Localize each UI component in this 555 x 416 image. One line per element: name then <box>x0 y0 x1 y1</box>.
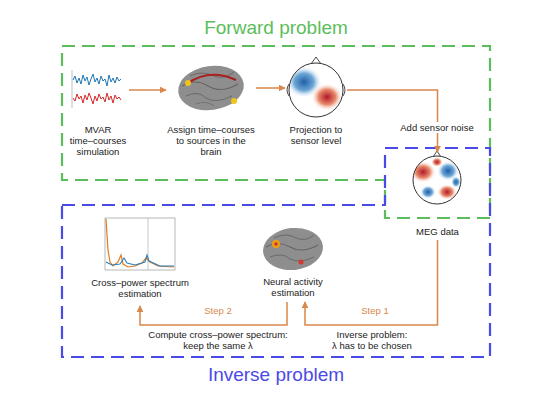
blue-spectrum <box>106 255 174 266</box>
node-label: MEG data <box>395 226 480 237</box>
brain-illustration <box>261 225 325 273</box>
brain-surface <box>261 225 325 273</box>
orange-spectrum <box>106 219 174 267</box>
spectrum-plot <box>105 218 175 270</box>
head-outline <box>413 156 461 204</box>
step-label: Step 1 <box>355 305 395 316</box>
process-node: Assign time–courses to sources in the br… <box>166 64 256 156</box>
edge-label: Inverse problem: λ has to be chosen <box>330 329 414 351</box>
brain-sulcus <box>274 235 314 239</box>
source-connection <box>188 75 236 83</box>
flow-arrow <box>129 89 166 91</box>
negative-field <box>451 176 461 188</box>
flow-arrow <box>347 90 438 152</box>
process-node: MEG data <box>395 152 480 240</box>
activity-spot <box>274 242 278 246</box>
node-label: Cross–power spectrum estimation <box>88 277 192 299</box>
node-label: MVAR time–courses simulation <box>67 124 129 157</box>
source-dot <box>185 80 191 86</box>
plot-frame <box>105 218 175 270</box>
topography-map <box>286 57 345 117</box>
flow-arrow <box>140 302 287 325</box>
dashed-outline <box>62 148 490 357</box>
group-title: Inverse problem <box>62 364 490 386</box>
group-box: MEG dataNeural activity estimation Cross–… <box>62 148 490 357</box>
edge-label: Compute cross–power spectrum: keep the s… <box>145 329 291 351</box>
brain-sulcus <box>186 93 232 100</box>
plot-axis <box>72 70 73 108</box>
group-title: Forward problem <box>62 17 490 39</box>
red-time-course <box>73 93 121 104</box>
head-outline <box>289 63 343 117</box>
node-label: Assign time–courses to sources in the br… <box>166 124 256 157</box>
meg-topography <box>410 151 461 204</box>
brain-surface <box>175 62 246 115</box>
process-node: Neural activity estimation <box>258 222 328 302</box>
blue-time-course <box>73 74 121 86</box>
positive-field <box>431 157 443 167</box>
flow-arrow <box>305 240 438 325</box>
positive-field <box>311 83 343 111</box>
process-node: Projection to sensor level <box>285 62 347 142</box>
negative-field <box>420 185 436 199</box>
flow-arrow <box>256 87 285 89</box>
node-label: Projection to sensor level <box>285 124 347 146</box>
step-label: Step 2 <box>198 305 238 316</box>
brain-sulcus <box>196 102 214 106</box>
group-outline <box>62 148 490 357</box>
process-node: Cross–power spectrum estimation <box>88 212 192 306</box>
brain-illustration <box>175 62 246 115</box>
node-label: Neural activity estimation <box>258 276 328 298</box>
activity-spot <box>272 240 280 248</box>
activity-spot <box>299 260 304 265</box>
brain-sulcus <box>270 255 314 261</box>
source-dot <box>231 98 237 104</box>
plot-marker-line <box>148 218 149 270</box>
time-course-plot <box>72 70 121 108</box>
process-node: MVAR time–courses simulation <box>67 66 129 158</box>
edge-label: Add sensor noise <box>397 122 477 133</box>
dashed-outline <box>62 46 490 218</box>
